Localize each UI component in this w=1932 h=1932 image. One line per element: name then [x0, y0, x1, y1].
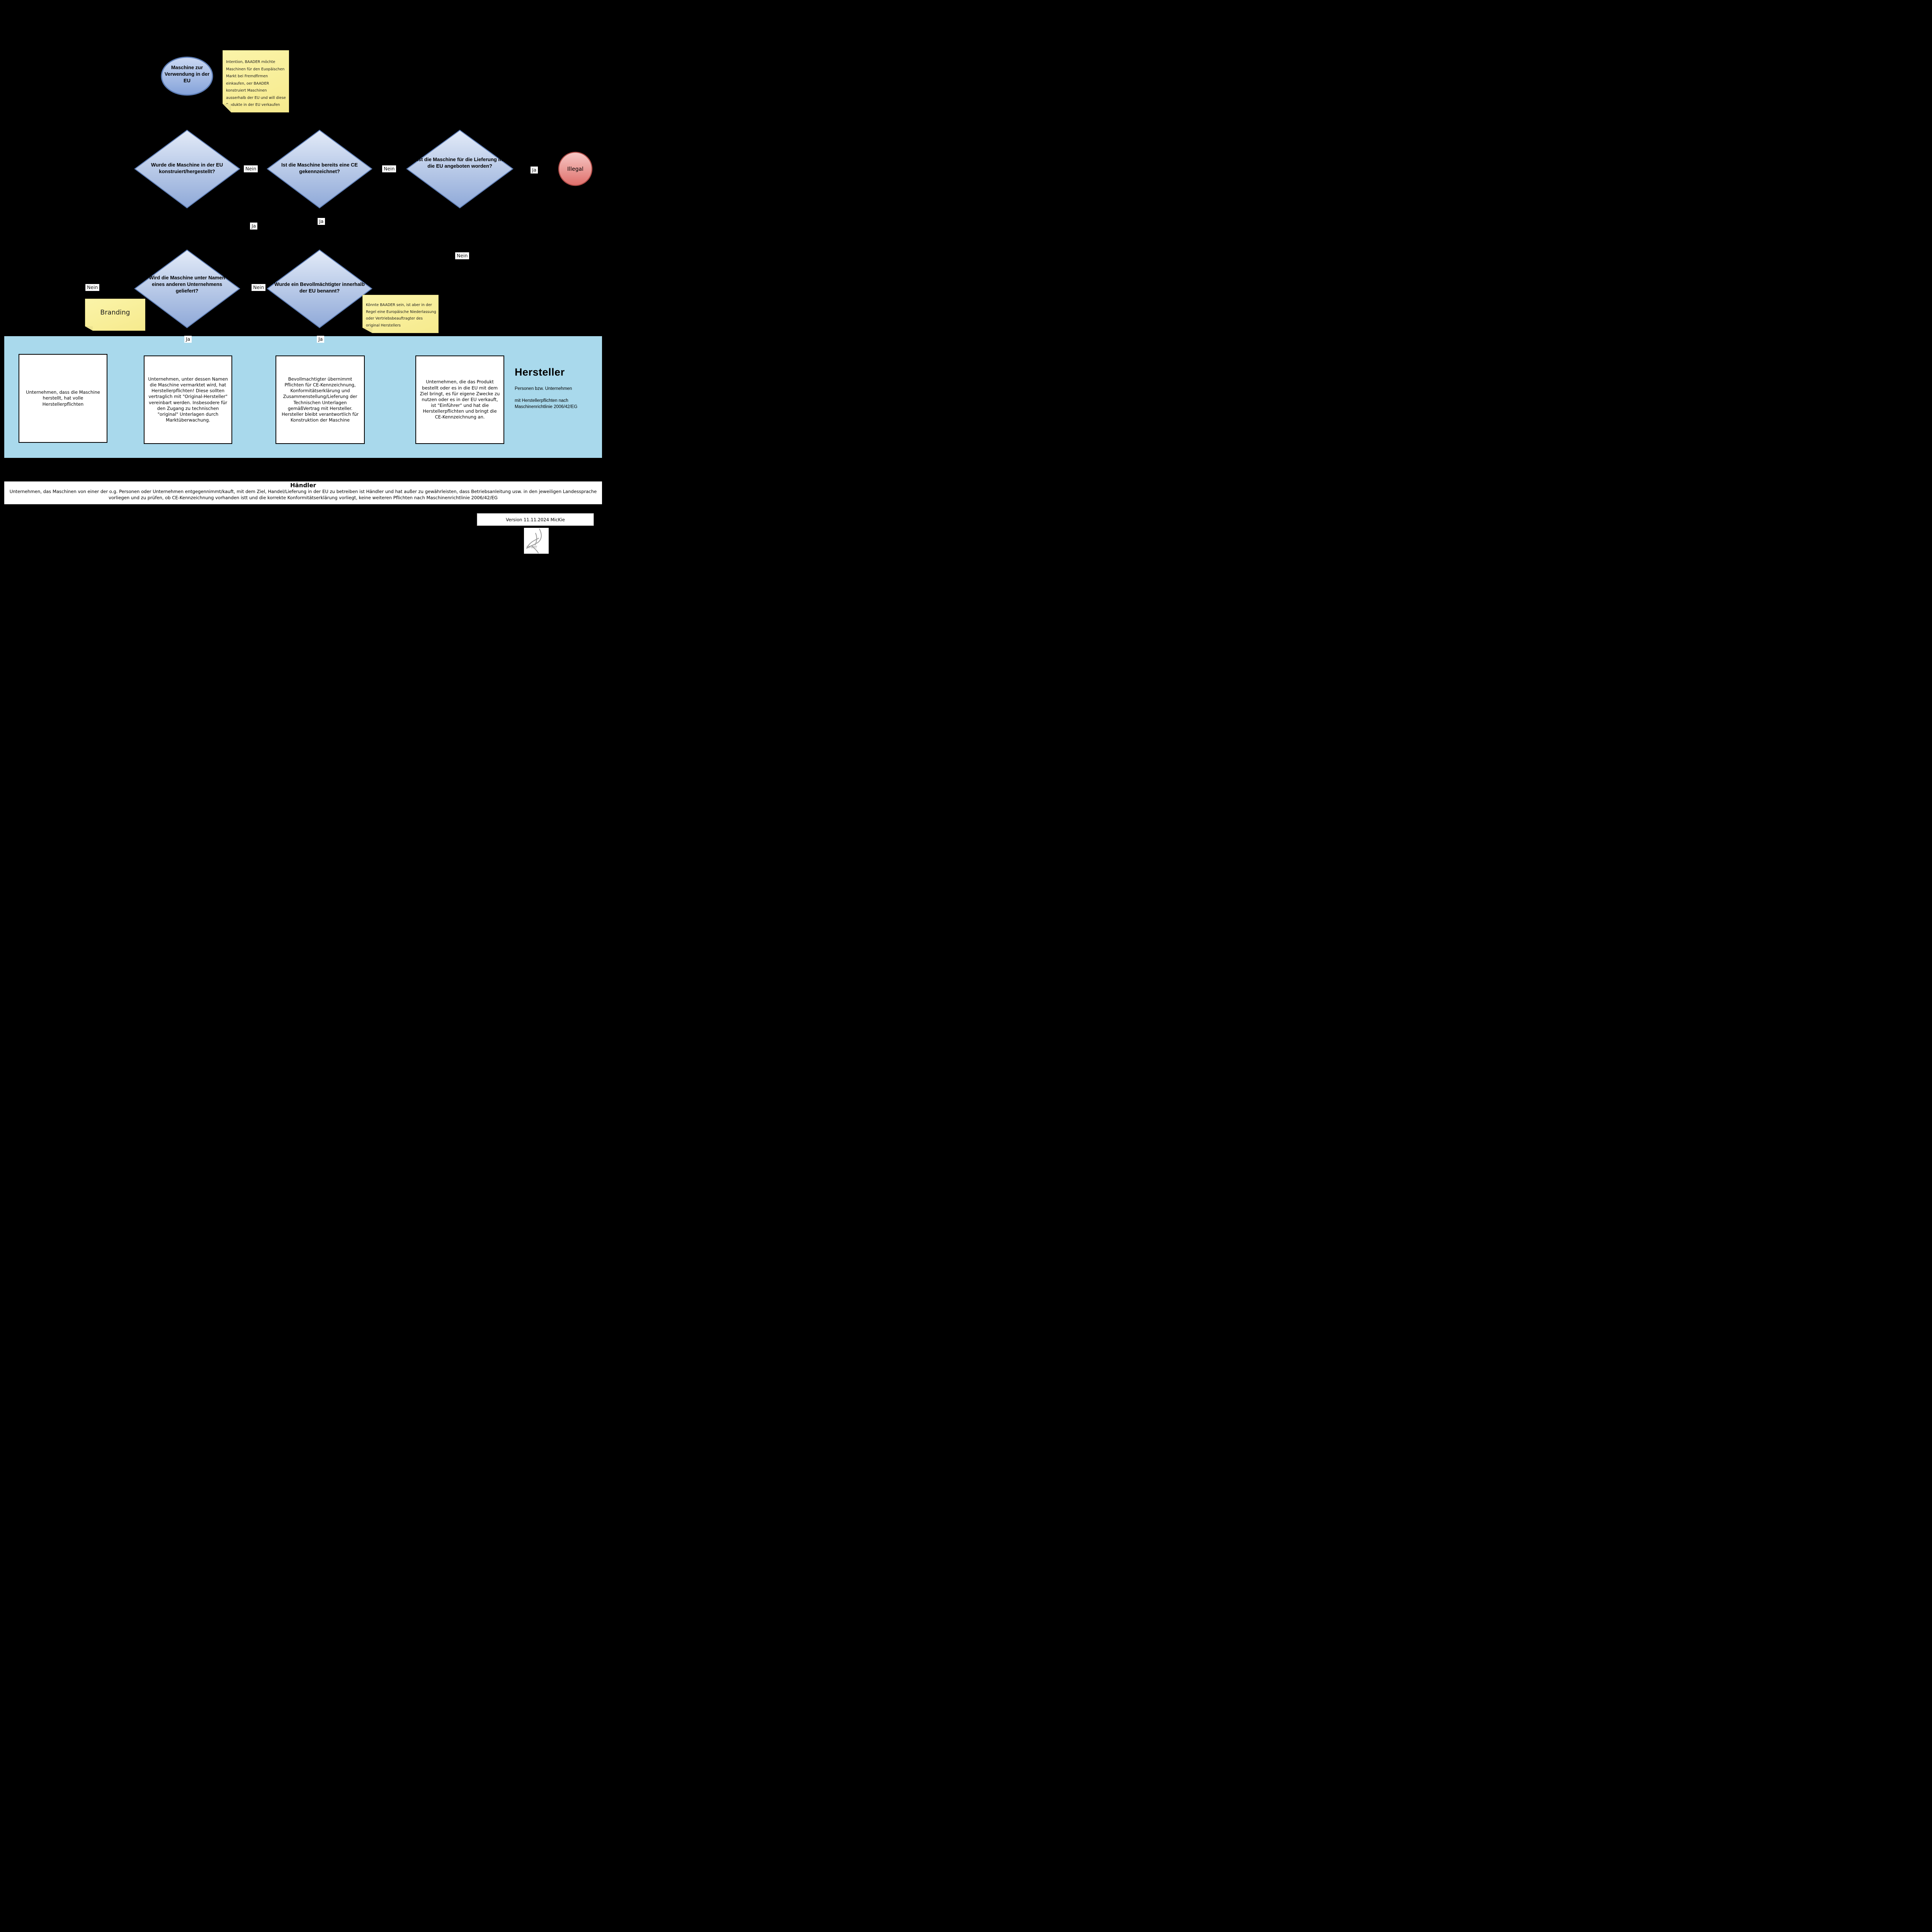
- result-box-bevollmaechtigter: Bevollmachtigter übernimmt Pflichten für…: [276, 355, 365, 444]
- edge-label-nein-d1: Nein: [244, 165, 258, 172]
- result-box-einfuehrer: Unternehmen, die das Produkt bestellt od…: [415, 355, 504, 444]
- version-text: Version 11.11.2024 MicKie: [506, 517, 565, 522]
- haendler-band: Händler Unternehmen, das Maschinen von e…: [4, 481, 602, 505]
- illegal-label: Illegal: [567, 166, 583, 172]
- hersteller-legend: Hersteller Personen bzw. Unternehmen mit…: [515, 366, 597, 410]
- hersteller-line1: Personen bzw. Unternehmen: [515, 386, 572, 391]
- edge-label-nein-d4-left: Nein: [85, 284, 100, 291]
- edge-label-ja-d1: Ja: [250, 223, 258, 230]
- start-ellipse: [161, 56, 213, 96]
- edge-label-ja-illegal: Ja: [531, 167, 538, 173]
- haendler-text: Unternehmen, das Maschinen von einer der…: [9, 489, 597, 500]
- result-box-text: Unternehmen, die das Produkt bestellt od…: [420, 379, 500, 420]
- result-box-original-hersteller: Unternehmen, unter dessen Namen die Masc…: [144, 355, 232, 444]
- note-branding-text: Branding: [100, 309, 130, 316]
- version-box: Version 11.11.2024 MicKie: [477, 513, 594, 526]
- edge-label-ja-box3: Ja: [317, 336, 325, 343]
- decision-4-label: Wird die Maschine unter Namen eines ande…: [149, 275, 225, 294]
- result-box-text: Unternehmen, dass die Maschine herstellt…: [26, 389, 100, 407]
- illegal-circle: [558, 151, 593, 186]
- lapwing-logo-icon: [526, 529, 542, 553]
- edge-label-nein-d4-right: Nein: [252, 284, 266, 291]
- decision-3-label: Ist die Maschine für die Lieferung in di…: [417, 156, 503, 169]
- result-box-text: Unternehmen, unter dessen Namen die Masc…: [148, 376, 228, 423]
- decision-5-label: Wurde ein Bevollmächtigter innerhalb der…: [274, 281, 365, 294]
- decision-2-label: Ist die Maschine bereits eine CE gekennz…: [281, 162, 358, 174]
- note-intention: Intention, BAADER möchte Maschinen für d…: [223, 50, 289, 112]
- result-box-hersteller: Unternehmen, dass die Maschine herstellt…: [19, 354, 107, 443]
- hersteller-line2: mit Herstellerpflichten nach Maschinenri…: [515, 398, 578, 410]
- note-branding: Branding: [85, 299, 145, 331]
- start-label: Maschine zur Verwendung in der EU: [164, 65, 210, 83]
- decision-diamond-3: [406, 129, 514, 209]
- note-bevollmaechtigter-text: Könnte BAADER sein, ist aber in der Rege…: [366, 303, 436, 328]
- note-bevollmaechtigter: Könnte BAADER sein, ist aber in der Rege…: [362, 295, 439, 333]
- edge-label-ja-box2: Ja: [184, 336, 192, 343]
- decision-diamond-2: [267, 129, 372, 209]
- hersteller-heading: Hersteller: [515, 366, 565, 378]
- flowchart-page: { "colors": { "background": "#000000", "…: [0, 0, 606, 579]
- decision-diamond-4: [134, 249, 240, 328]
- note-intention-text: Intention, BAADER möchte Maschinen für d…: [226, 60, 286, 107]
- lapwing-logo-text: LAPWING: [527, 546, 537, 549]
- flowchart-canvas: [60, 56, 593, 481]
- edge-label-nein-d2: Nein: [382, 165, 396, 172]
- haendler-heading: Händler: [290, 482, 316, 489]
- decision-1-label: Wurde die Maschine in der EU konstruiert…: [151, 162, 223, 174]
- logo-box: LAPWING: [524, 528, 549, 554]
- edge-label-ja-d2: Ja: [318, 218, 325, 225]
- decision-diamond-5: [267, 249, 372, 328]
- edge-label-nein-d3: Nein: [455, 252, 469, 259]
- result-box-text: Bevollmachtigter übernimmt Pflichten für…: [282, 376, 359, 423]
- decision-diamond-1: [134, 129, 240, 209]
